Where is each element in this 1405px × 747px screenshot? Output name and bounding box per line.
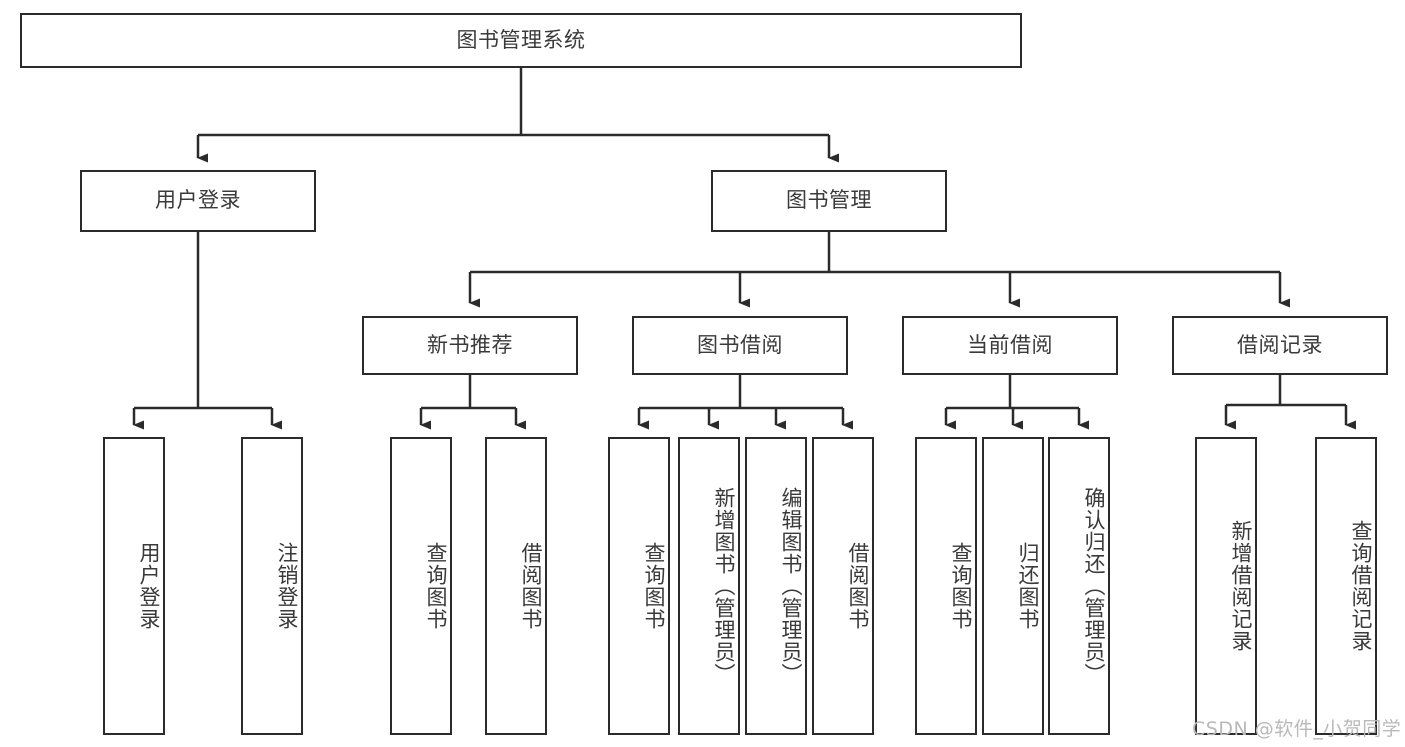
node-leaf-borrow-book-2[interactable]: 借阅图书 — [812, 437, 874, 735]
node-user-login[interactable]: 用户登录 — [80, 170, 316, 232]
node-label: 图书管理系统 — [456, 27, 586, 52]
node-leaf-return-book[interactable]: 归还图书 — [982, 437, 1044, 735]
node-label: 图书管理 — [786, 188, 872, 213]
node-label: 借阅记录 — [1237, 332, 1323, 357]
watermark-csdn: CSDN @软件_小贺同学 — [1192, 718, 1402, 740]
node-leaf-borrow-book-1[interactable]: 借阅图书 — [485, 437, 547, 735]
node-leaf-query-book-1[interactable]: 查询图书 — [390, 437, 452, 735]
node-label: 查询图书 — [642, 542, 666, 630]
edge-new-book-recommend-to-leaves — [419, 375, 526, 430]
node-book-manage[interactable]: 图书管理 — [711, 170, 947, 232]
node-label: 新增借阅记录 — [1229, 520, 1253, 652]
edge-current-borrow-to-leaves — [944, 375, 1089, 430]
node-leaf-query-book-2[interactable]: 查询图书 — [608, 437, 670, 735]
edge-user-login-to-leaves — [132, 232, 282, 430]
node-label: 新增图书（管理员） — [712, 487, 736, 685]
node-label: 归还图书 — [1016, 542, 1040, 630]
node-label: 注销登录 — [275, 542, 299, 630]
node-leaf-add-borrow-record[interactable]: 新增借阅记录 — [1195, 437, 1257, 735]
node-current-borrow[interactable]: 当前借阅 — [902, 316, 1118, 375]
node-label: 查询图书 — [949, 542, 973, 630]
node-leaf-user-login[interactable]: 用户登录 — [103, 437, 165, 735]
node-leaf-confirm-return[interactable]: 确认归还（管理员） — [1048, 437, 1110, 735]
node-leaf-edit-book[interactable]: 编辑图书（管理员） — [745, 437, 807, 735]
node-new-book-recommend[interactable]: 新书推荐 — [362, 316, 578, 375]
node-label: 查询借阅记录 — [1349, 520, 1373, 652]
node-leaf-query-book-3[interactable]: 查询图书 — [915, 437, 977, 735]
edge-root-to-level2 — [196, 68, 839, 163]
node-root[interactable]: 图书管理系统 — [20, 13, 1022, 68]
node-borrow-record[interactable]: 借阅记录 — [1172, 316, 1388, 375]
node-label: 新书推荐 — [427, 332, 513, 357]
edge-book-borrow-to-leaves — [637, 375, 853, 430]
node-book-borrow[interactable]: 图书借阅 — [632, 316, 848, 375]
node-label: 用户登录 — [155, 188, 241, 213]
node-label: 借阅图书 — [519, 542, 543, 630]
node-leaf-query-borrow-record[interactable]: 查询借阅记录 — [1315, 437, 1377, 735]
node-label: 用户登录 — [137, 542, 161, 630]
node-label: 图书借阅 — [697, 332, 783, 357]
node-label: 当前借阅 — [967, 332, 1053, 357]
edge-book-manage-to-level3 — [468, 232, 1290, 308]
node-leaf-add-book[interactable]: 新增图书（管理员） — [678, 437, 740, 735]
node-label: 借阅图书 — [846, 542, 870, 630]
node-leaf-logout-login[interactable]: 注销登录 — [241, 437, 303, 735]
node-label: 编辑图书（管理员） — [779, 487, 803, 685]
node-label: 查询图书 — [424, 542, 448, 630]
node-label: 确认归还（管理员） — [1082, 487, 1106, 685]
edge-borrow-record-to-leaves — [1224, 375, 1356, 430]
